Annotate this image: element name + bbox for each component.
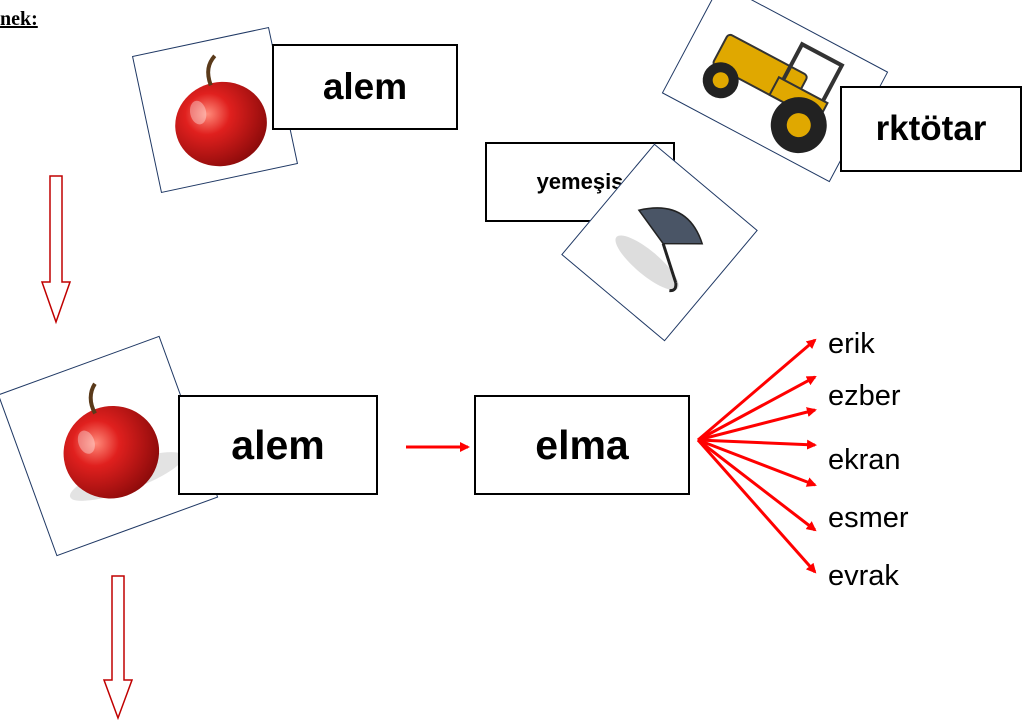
fan-arrow-5 [697,438,817,487]
word-item-5: evrak [828,560,899,592]
umbrella-icon [615,207,704,293]
down-arrow-bottom [102,575,134,721]
tractor-word-box: rktötar [840,86,1022,172]
solved-word-label: elma [535,421,629,468]
apple-card-top [131,26,299,194]
word-item-2: ezber [828,380,901,412]
fan-arrow-3 [697,407,817,442]
apple-card-bottom [0,335,219,557]
word-item-3: ekran [828,444,901,476]
solved-word-box: elma [474,395,690,495]
down-arrow-top [40,175,72,325]
scrambled-word-label: alem [231,421,325,468]
word-item-1: erik [828,328,875,360]
top-word-label: alem [322,66,408,107]
apple-icon-bottom [63,382,184,501]
fan-arrow-7 [696,439,817,574]
scrambled-word-box: alem [178,395,378,495]
umbrella-card [561,143,758,342]
tractor-card [661,0,889,183]
tractor-icon [702,33,845,154]
fan-arrow-4 [697,438,817,450]
fan-arrow-6 [697,438,817,532]
word-item-4: esmer [828,502,909,534]
tractor-word-label: rktötar [875,109,987,148]
fan-arrow-2 [697,375,817,442]
heading: nek: [0,8,38,30]
fan-arrow-1 [697,338,817,442]
umbrella-word-label: yemeşis [536,169,624,194]
top-word-box: alem [272,44,458,130]
fan-arrows [696,338,817,574]
apple-icon [175,54,267,167]
